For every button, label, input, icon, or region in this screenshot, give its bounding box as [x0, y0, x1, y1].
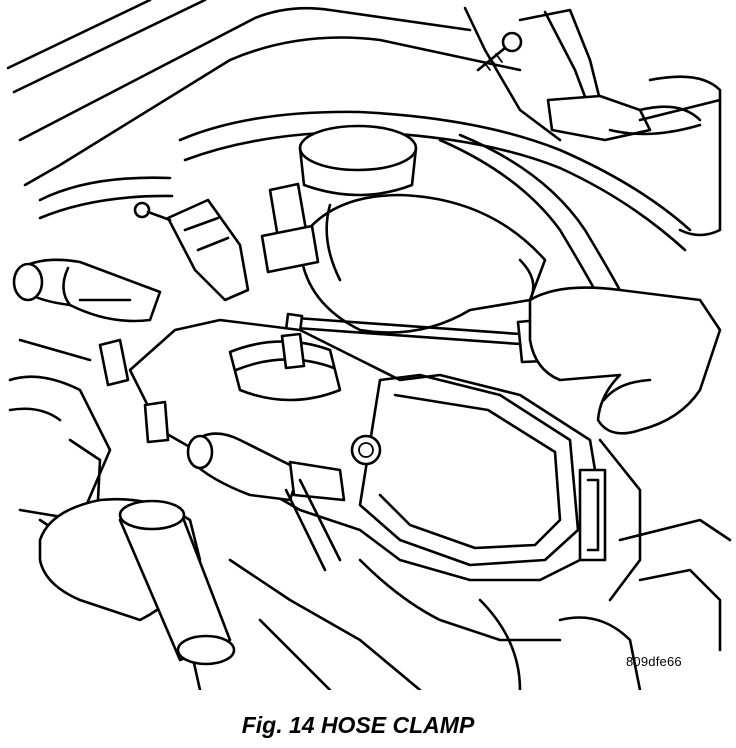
hose-clamp-illustration [6, 0, 732, 690]
hose-clamp [228, 332, 342, 402]
plug-boot [38, 497, 236, 666]
left-posts [18, 298, 170, 444]
figure-id-code: 809dfe66 [626, 654, 682, 669]
hood-panel [6, 0, 522, 187]
sensor-stem [260, 182, 320, 274]
upper-bracket [463, 6, 602, 142]
electrical-connector [133, 198, 250, 302]
figure-caption: Fig. 14 HOSE CLAMP [241, 712, 475, 738]
hand [528, 75, 722, 435]
left-hose [12, 258, 162, 323]
right-connector [546, 94, 722, 142]
central-hose [298, 193, 547, 334]
top-cap [298, 124, 418, 197]
housing-bolt [350, 434, 382, 466]
lower-structure [228, 558, 562, 690]
upper-cables [38, 110, 692, 302]
lower-hose [186, 432, 346, 572]
right-bracket [558, 438, 732, 690]
